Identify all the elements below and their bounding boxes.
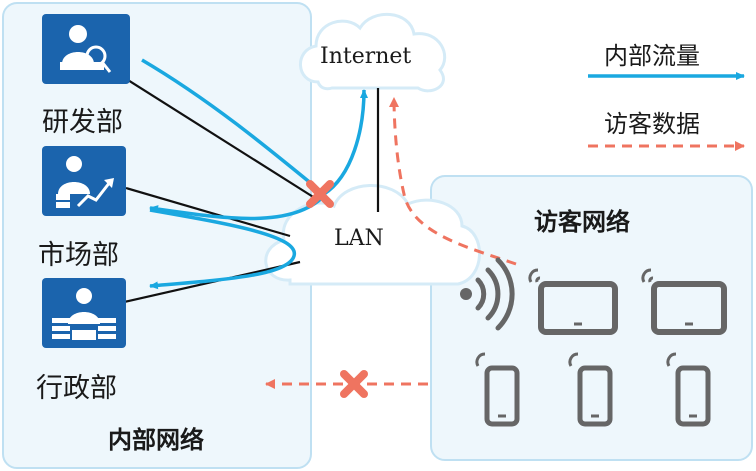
phone-icon xyxy=(568,352,613,427)
tablet-icon xyxy=(641,268,727,335)
blocked-mark-icon xyxy=(306,180,334,208)
wifi-signal-icon xyxy=(460,257,515,331)
internet-cloud xyxy=(299,13,447,93)
blocked-mark-icon xyxy=(340,370,368,398)
guest-zone-title: 访客网络 xyxy=(534,208,630,236)
link-rnd-lan xyxy=(111,69,319,201)
dept-label-admin: 行政部 xyxy=(36,373,117,404)
link-marketing-lan xyxy=(125,186,291,238)
internet-label: Internet xyxy=(320,44,412,69)
legend-guest-label: 访客数据 xyxy=(604,110,700,138)
flow-rnd-to-lan xyxy=(141,58,326,196)
phone-icon xyxy=(475,352,520,427)
tablet-icon xyxy=(528,268,618,335)
guest-flow-to-internet xyxy=(389,97,517,266)
lan-label: LAN xyxy=(334,226,384,251)
flow-lan-to-internet xyxy=(323,89,368,196)
guest-network-zone xyxy=(430,175,753,461)
researcher-icon xyxy=(42,14,130,84)
dept-label-rnd: 研发部 xyxy=(42,107,123,138)
lan-cloud xyxy=(264,184,481,286)
legend-internal-label: 内部流量 xyxy=(604,42,700,70)
dept-label-marketing: 市场部 xyxy=(38,240,119,271)
internal-zone-title: 内部网络 xyxy=(108,426,204,454)
phone-icon xyxy=(666,352,711,427)
marketer-icon xyxy=(42,146,126,216)
flow-loop-to-admin xyxy=(149,208,296,290)
administrator-icon xyxy=(42,278,126,348)
